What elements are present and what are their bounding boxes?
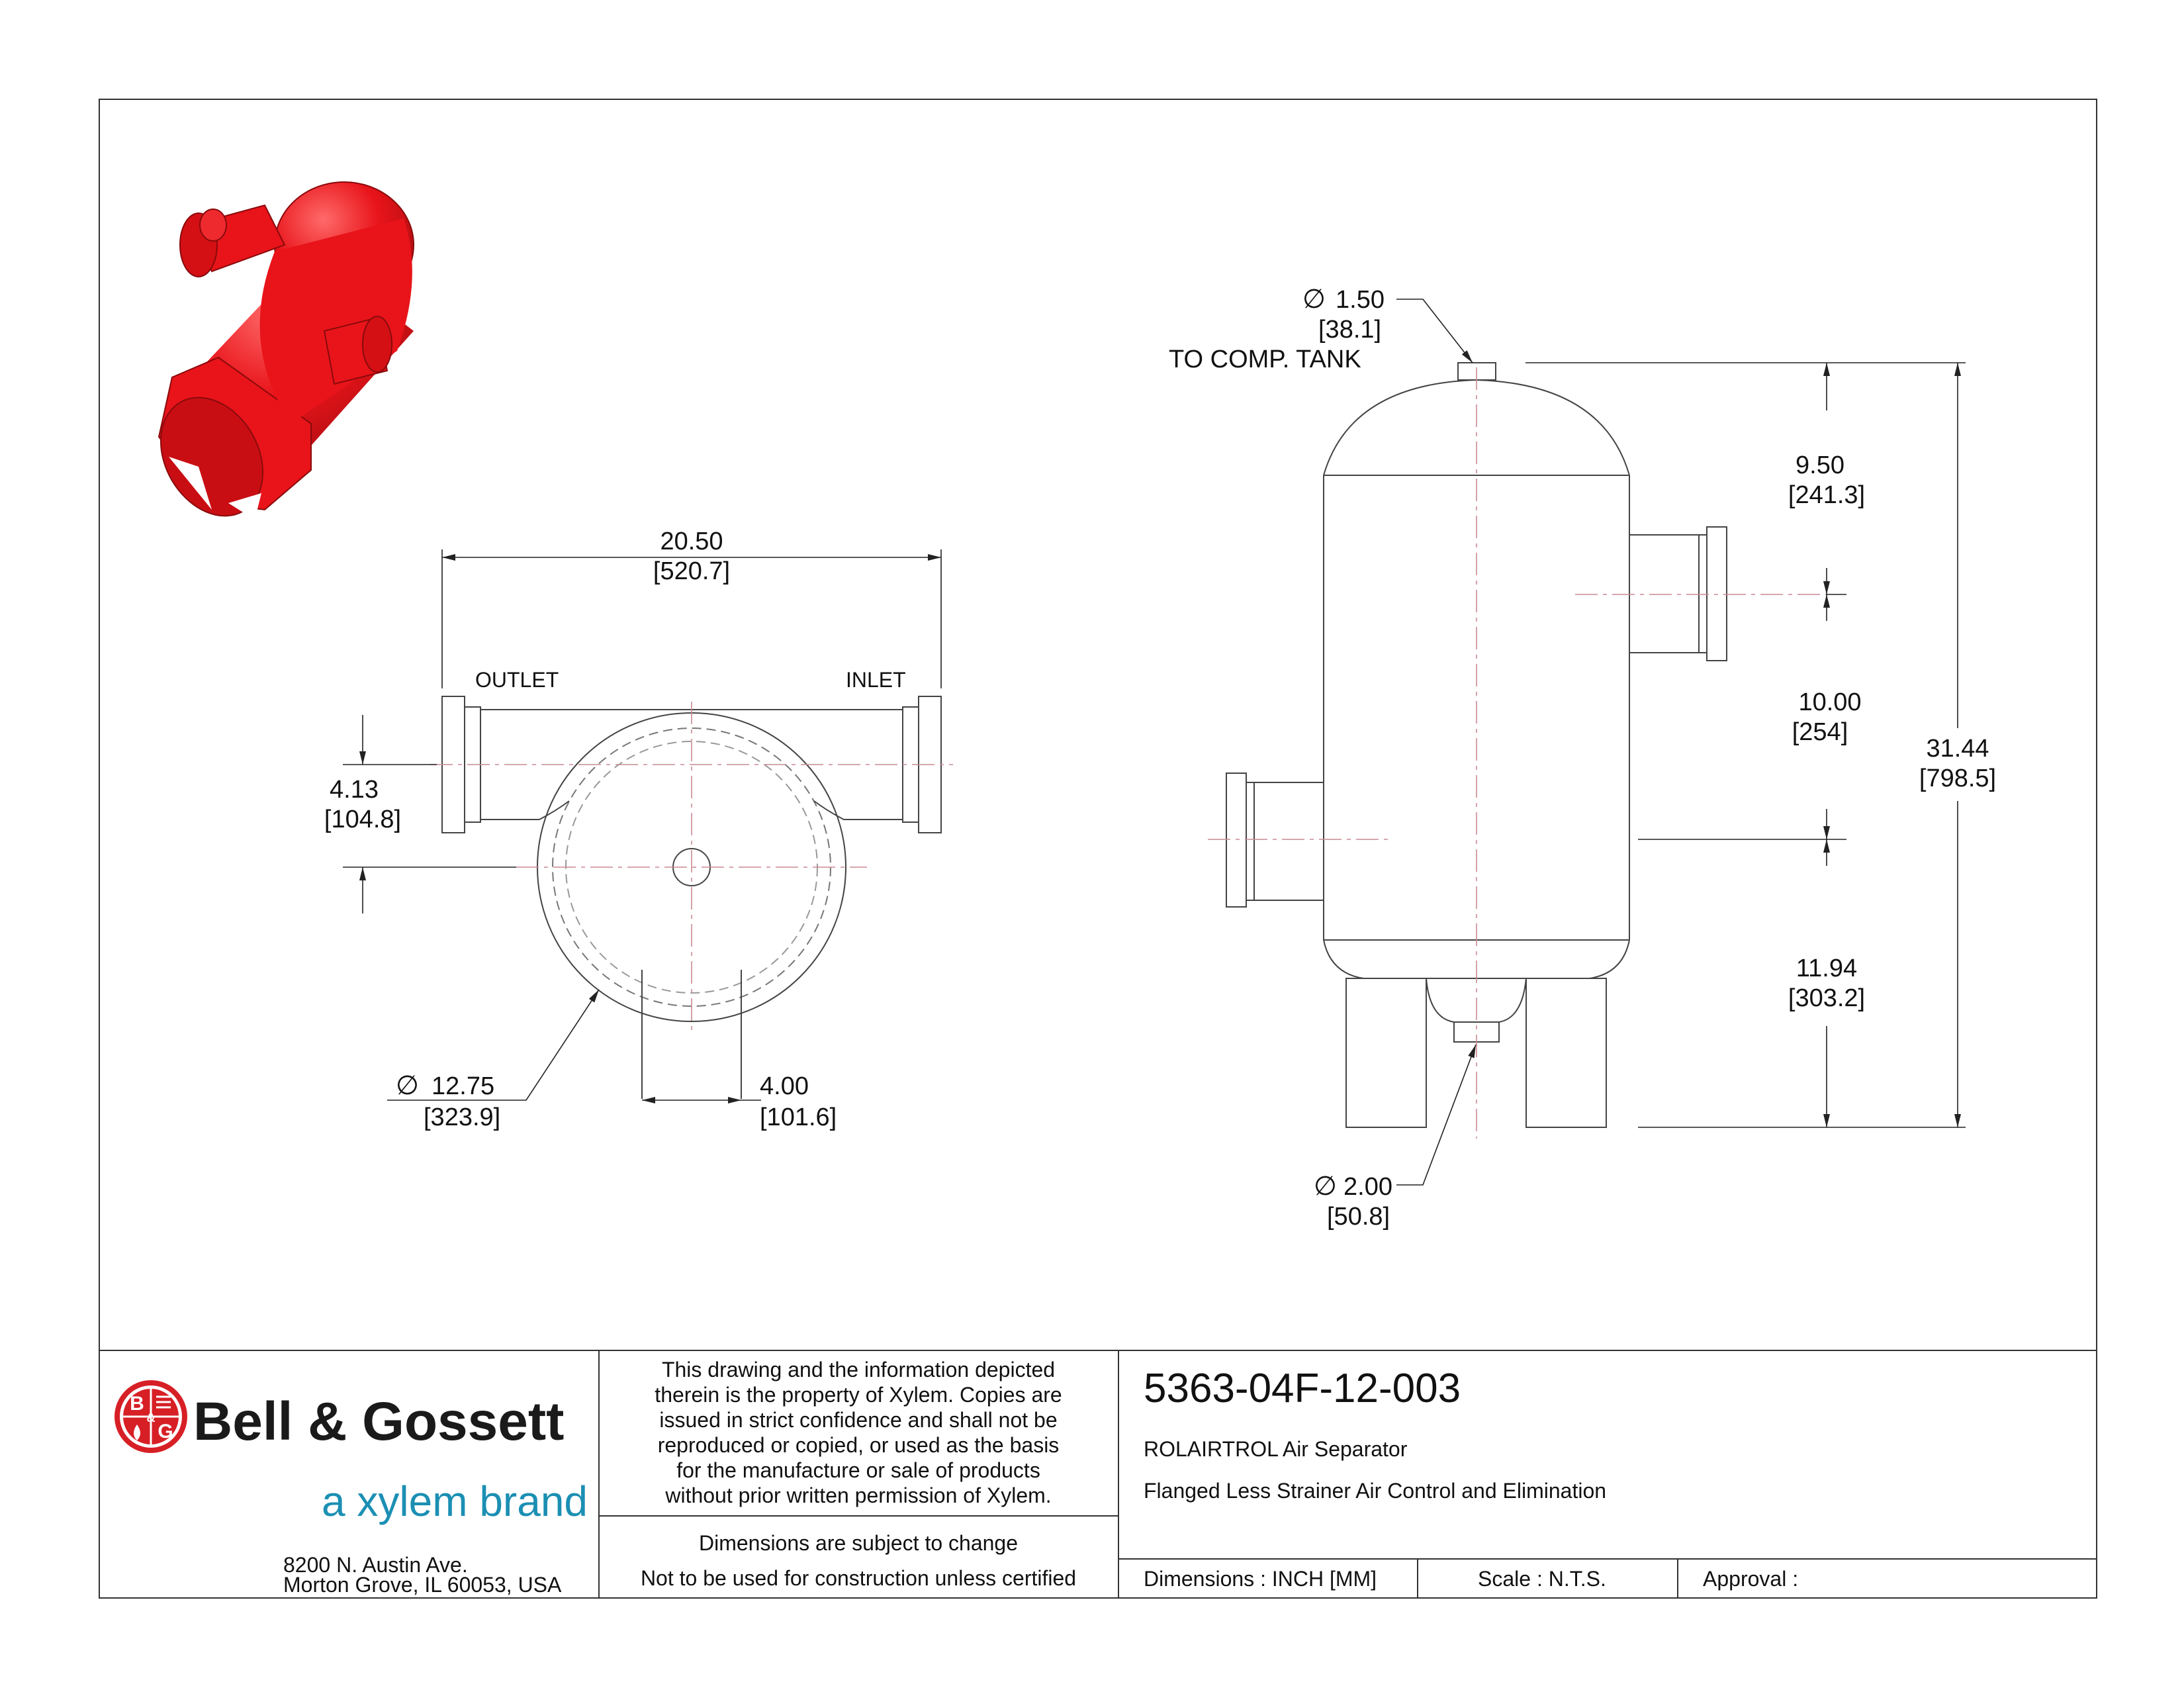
top-view-dimensions [343,549,942,1103]
leg-right [1525,978,1607,1128]
bell-gossett-logo: B G & [114,1380,187,1453]
outlet-label: OUTLET [475,668,559,692]
inlet-label: INLET [846,668,906,692]
dim-opening-text: 4.00 [760,1072,809,1100]
dim-overall-mm-text: [798.5] [1919,765,1996,792]
dim-width-text: 20.50 [660,528,723,555]
dim-upper-text: 9.50 [1796,451,1844,479]
isometric-model-image [158,181,414,520]
dim-opening-mm-text: [101.6] [760,1103,837,1131]
inlet-flange-side [1706,526,1727,661]
notice-line: This drawing and the information depicte… [662,1358,1055,1382]
logo-letter-b: B [130,1393,144,1415]
notice-line: without prior written permission of Xyle… [664,1483,1051,1507]
logo-letter-g: G [158,1421,173,1442]
dim-width-mm-text: [520.7] [653,557,730,585]
dim-diameter-leader [387,989,600,1101]
top-port-text: 1.50 [1336,286,1385,314]
outlet-nozzle [1253,782,1324,901]
dim-diameter-mm-text: [323.9] [424,1103,500,1131]
part-number: 5363-04F-12-003 [1144,1366,1461,1411]
scale-label: Scale : N.T.S. [1478,1567,1606,1591]
dim-diameter-text: 12.75 [432,1072,494,1100]
address-line-1: 8200 N. Austin Ave. [283,1553,468,1577]
note-construction: Not to be used for construction unless c… [641,1566,1076,1590]
notice-line: for the manufacture or sale of products [676,1458,1040,1482]
side-view [1226,362,1727,1128]
notice-line: reproduced or copied, or used as the bas… [658,1433,1060,1457]
top-port-note: TO COMP. TANK [1169,346,1361,373]
diameter-symbol: ∅ [396,1071,419,1100]
top-view-centerlines [430,702,953,1033]
address-line-2: Morton Grove, IL 60053, USA [283,1573,562,1597]
note-dimensions: Dimensions are subject to change [699,1531,1018,1555]
brand-sub: a xylem brand [322,1477,588,1525]
bottom-port-text: 2.00 [1343,1173,1392,1201]
bottom-port-leader [1396,1044,1477,1186]
dim-middle-mm-text: [254] [1792,718,1848,746]
dim-middle-text: 10.00 [1798,688,1861,716]
brand-name: Bell & Gossett [193,1391,564,1452]
inlet-nozzle [1629,534,1700,653]
outlet-flange-side-step [1246,782,1255,901]
dim-offset-mm-text: [104.8] [324,806,401,833]
product-description: Flanged Less Strainer Air Control and El… [1144,1479,1606,1503]
confidentiality-notice: This drawing and the information depicte… [655,1358,1062,1507]
top-port-symbol: ∅ [1302,285,1326,314]
notice-line: therein is the property of Xylem. Copies… [655,1383,1062,1407]
logo-ampersand: & [147,1411,156,1425]
dim-lower-text: 11.94 [1796,955,1857,982]
dim-upper-mm-text: [241.3] [1788,481,1865,509]
bottom-port-symbol: ∅ [1314,1172,1337,1201]
side-view-dimensions [1396,299,1966,1186]
top-port-leader [1396,299,1473,363]
dim-offset-text: 4.13 [330,776,379,804]
notice-line: issued in strict confidence and shall no… [659,1408,1057,1432]
product-name: ROLAIRTROL Air Separator [1144,1437,1408,1461]
bottom-port-mm-text: [50.8] [1327,1203,1390,1231]
title-block [99,1350,2097,1598]
inlet-flange-side-step [1698,534,1707,653]
dim-overall-text: 31.44 [1926,735,1989,763]
outlet-flange-side [1226,773,1247,908]
top-port-mm-text: [38.1] [1318,316,1381,344]
approval-label: Approval : [1703,1567,1798,1591]
leg-left [1345,978,1427,1128]
dim-lower-mm-text: [303.2] [1788,984,1865,1012]
side-view-centerlines [1208,367,1827,1139]
dimensions-units: Dimensions : INCH [MM] [1144,1567,1377,1591]
sheet-border [99,99,2097,1599]
